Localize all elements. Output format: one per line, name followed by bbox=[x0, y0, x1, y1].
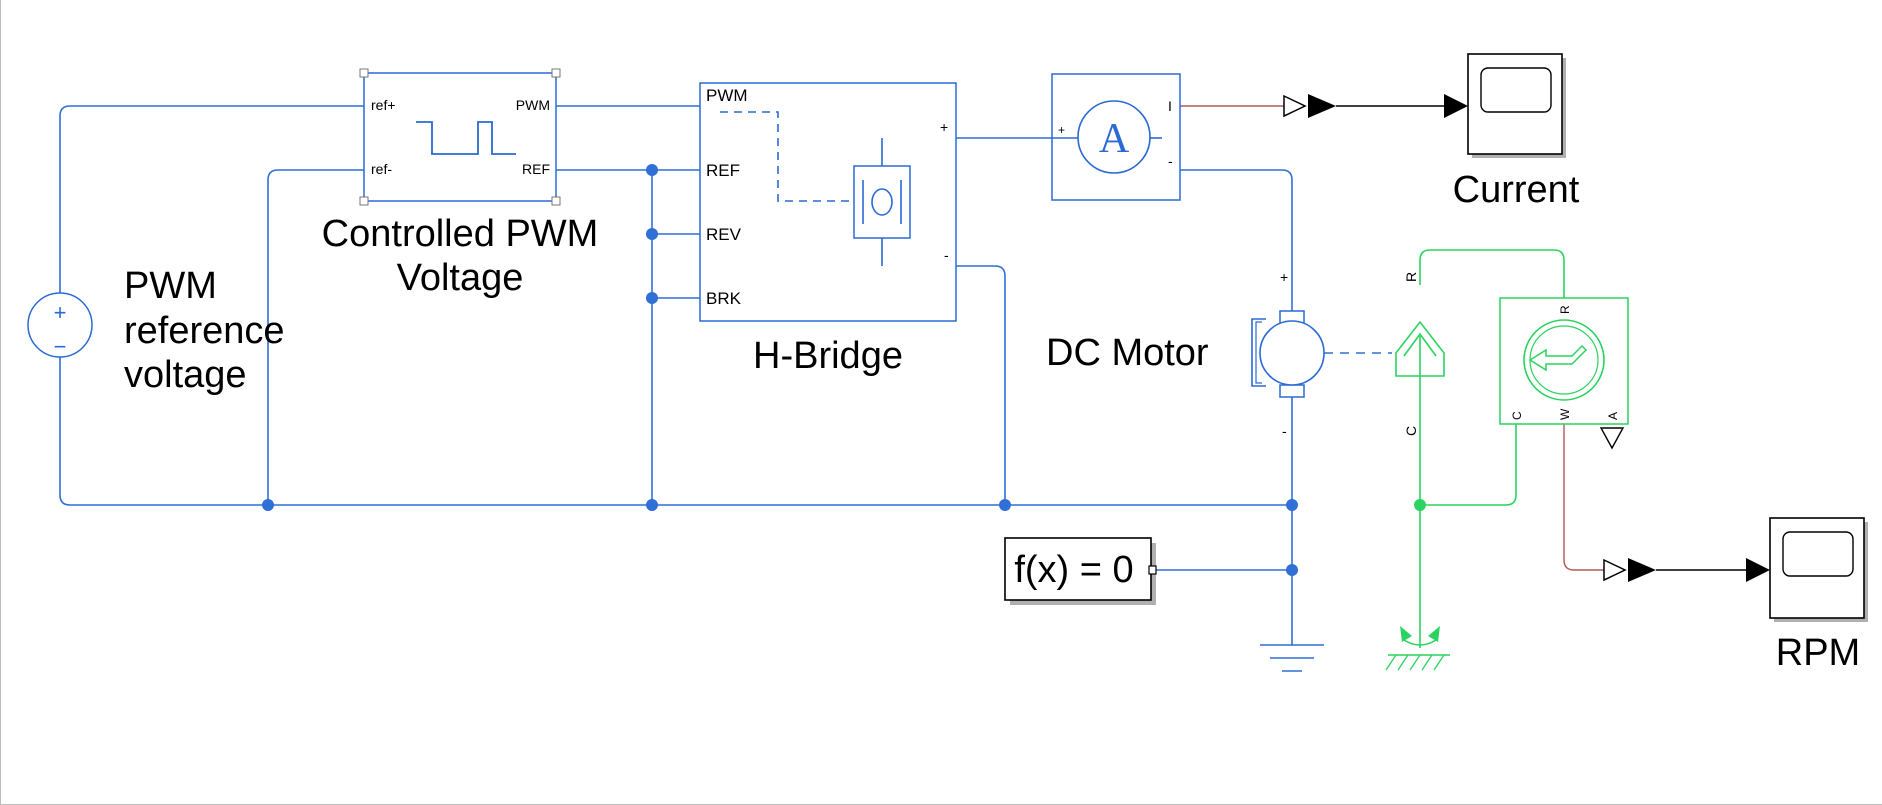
pwm-waveform-icon bbox=[416, 121, 516, 155]
signal-wires bbox=[1176, 94, 1770, 582]
port-plus: + bbox=[1058, 123, 1065, 137]
ps-simulink-converter-icon[interactable] bbox=[1283, 94, 1307, 118]
mechanical-wires bbox=[1414, 249, 1565, 648]
port-ref: REF bbox=[522, 161, 550, 177]
ammeter-symbol: A bbox=[1099, 116, 1130, 162]
scope-screen-icon bbox=[1782, 531, 1854, 577]
selection-handle[interactable] bbox=[551, 68, 561, 78]
port-ref-minus: ref- bbox=[371, 161, 392, 177]
rotational-sensor-icon bbox=[1403, 332, 1437, 357]
scope-rpm-block[interactable]: RPM bbox=[1769, 517, 1868, 674]
wire-ref-minus[interactable] bbox=[267, 169, 364, 505]
solver-port bbox=[1148, 565, 1157, 575]
dc-motor-icon[interactable] bbox=[1259, 320, 1325, 386]
speed-sensor-block[interactable]: R C W A bbox=[1499, 297, 1629, 450]
port-plus: + bbox=[940, 119, 948, 135]
electrical-wires bbox=[59, 105, 1392, 645]
motor-housing-icon bbox=[1255, 321, 1262, 384]
h-bridge-label: H-Bridge bbox=[753, 335, 903, 377]
port-ref: REF bbox=[706, 161, 740, 180]
h-bridge-body[interactable] bbox=[699, 82, 957, 322]
port-pwm: PWM bbox=[706, 86, 748, 105]
dc-motor-label: DC Motor bbox=[1046, 332, 1209, 374]
unconnected-port-icon[interactable] bbox=[1599, 427, 1625, 450]
junction-dot bbox=[1286, 564, 1298, 576]
current-sensor-block[interactable]: A + - I bbox=[1051, 73, 1181, 201]
wire-source-plus[interactable] bbox=[59, 105, 364, 297]
mechanical-reference-icon[interactable] bbox=[1385, 626, 1450, 671]
ps-simulink-converter-icon[interactable] bbox=[1628, 558, 1656, 582]
motor-housing-icon bbox=[1251, 318, 1266, 387]
scope-current-block[interactable]: Current bbox=[1453, 53, 1580, 211]
junction-dot bbox=[262, 499, 274, 511]
dc-voltage-source-icon[interactable] bbox=[27, 292, 93, 358]
ammeter-icon bbox=[1077, 100, 1151, 174]
motor-brush-bottom bbox=[1279, 384, 1305, 398]
dc-motor-block[interactable]: + - DC Motor bbox=[1046, 269, 1325, 439]
pwm-reference-voltage-block[interactable]: + − PWM reference voltage bbox=[27, 265, 285, 396]
port-r: R bbox=[1403, 272, 1419, 282]
solver-label: f(x) = 0 bbox=[1014, 549, 1133, 591]
solver-body[interactable] bbox=[1004, 537, 1152, 601]
junction-dot bbox=[646, 164, 658, 176]
port-r: R bbox=[1558, 305, 1572, 314]
pwm-source-label-line1: PWM bbox=[124, 265, 217, 307]
wire-hbridge-minus[interactable] bbox=[881, 238, 1006, 505]
controlled-pwm-body[interactable] bbox=[363, 72, 557, 202]
h-bridge-motor-icon bbox=[871, 188, 893, 216]
scope-rpm-label: RPM bbox=[1776, 632, 1860, 674]
h-bridge-control-dash bbox=[720, 111, 852, 202]
ps-simulink-converter-icon[interactable] bbox=[1603, 558, 1627, 582]
junction-dot bbox=[646, 292, 658, 304]
controlled-pwm-label-line1: Controlled PWM bbox=[322, 213, 599, 255]
port-c: C bbox=[1510, 411, 1524, 420]
h-bridge-block[interactable]: PWM REF REV BRK + - H-Bridge bbox=[699, 82, 957, 377]
wire-rpm-signal[interactable] bbox=[1563, 424, 1604, 571]
selection-handle[interactable] bbox=[551, 196, 561, 206]
port-a: A bbox=[1606, 412, 1620, 420]
port-w: W bbox=[1558, 408, 1572, 420]
port-c: C bbox=[1403, 426, 1419, 436]
port-rev: REV bbox=[706, 225, 742, 244]
controlled-pwm-label-line2: Voltage bbox=[397, 257, 524, 299]
arrowhead-icon bbox=[1746, 558, 1770, 582]
selection-handle[interactable] bbox=[359, 68, 369, 78]
wire-bottom-bus[interactable] bbox=[59, 353, 1292, 506]
port-pwm: PWM bbox=[516, 97, 550, 113]
motor-plus: + bbox=[1280, 269, 1288, 285]
arrowhead-icon bbox=[1444, 94, 1468, 118]
junction-dot bbox=[646, 499, 658, 511]
port-brk: BRK bbox=[706, 289, 742, 308]
junction-dot bbox=[1414, 499, 1426, 511]
wire-mech-sensor-c[interactable] bbox=[1420, 424, 1517, 506]
motion-sensor-block[interactable]: R C bbox=[1395, 272, 1445, 436]
junction-dot bbox=[646, 228, 658, 240]
scope-screen-icon bbox=[1480, 67, 1552, 113]
motor-minus: - bbox=[1282, 423, 1287, 439]
solver-configuration-block[interactable]: f(x) = 0 bbox=[1004, 537, 1157, 605]
controlled-pwm-voltage-block[interactable]: ref+ ref- PWM REF Controlled PWM Voltage bbox=[322, 68, 599, 299]
port-ref-plus: ref+ bbox=[371, 97, 396, 113]
wire-ammeter-minus[interactable] bbox=[1162, 137, 1293, 312]
scope-current-label: Current bbox=[1453, 169, 1580, 211]
electrical-ground-icon[interactable] bbox=[1260, 644, 1324, 672]
wire-mech-r[interactable] bbox=[1419, 249, 1565, 298]
junction-dot bbox=[999, 499, 1011, 511]
ps-simulink-converter-icon[interactable] bbox=[1308, 94, 1336, 118]
source-plus-sign: + bbox=[54, 300, 67, 325]
tachometer-needle-icon bbox=[1528, 344, 1588, 372]
pwm-source-label-line2: reference bbox=[124, 310, 285, 352]
junction-dot bbox=[1286, 499, 1298, 511]
port-minus: - bbox=[944, 247, 949, 263]
source-minus-sign: − bbox=[54, 334, 67, 359]
selection-handle[interactable] bbox=[359, 196, 369, 206]
pwm-source-label-line3: voltage bbox=[124, 354, 247, 396]
port-minus: - bbox=[1168, 153, 1173, 169]
port-current: I bbox=[1168, 98, 1172, 114]
